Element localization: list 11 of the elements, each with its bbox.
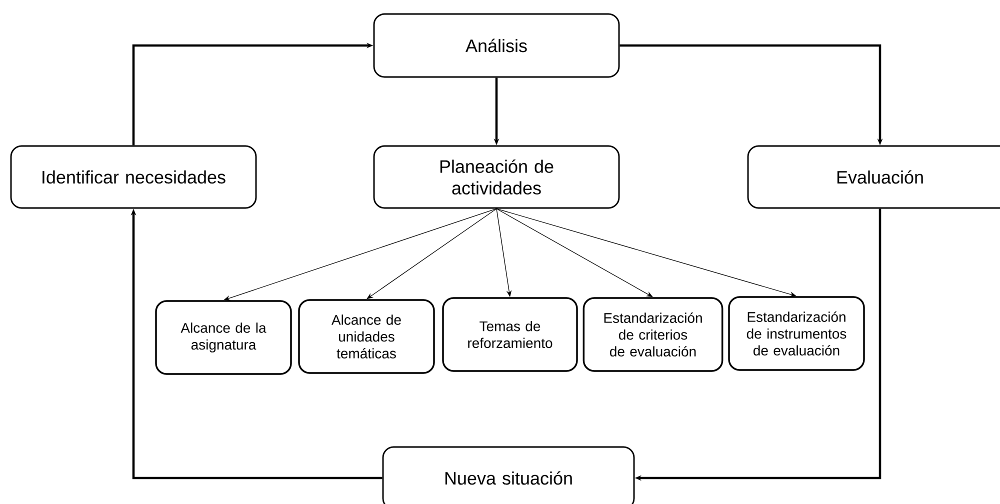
process-box: Alcance de unidades temáticas — [298, 299, 435, 374]
process-box: Temas de reforzamiento — [442, 297, 578, 372]
process-box: Evaluación — [747, 145, 1000, 209]
process-box: Estandarización de instrumentos de evaluación — [728, 296, 865, 371]
arrow — [496, 208, 653, 298]
process-box: Identificar necesidades — [10, 145, 257, 209]
process-box: Nueva situación — [382, 446, 635, 504]
process-box: Análisis — [373, 13, 620, 78]
process-box: Alcance de la asignatura — [155, 300, 292, 375]
process-box: Planeación de actividades — [373, 145, 620, 209]
process-box: Estandarización de criterios de evaluación — [582, 297, 724, 372]
